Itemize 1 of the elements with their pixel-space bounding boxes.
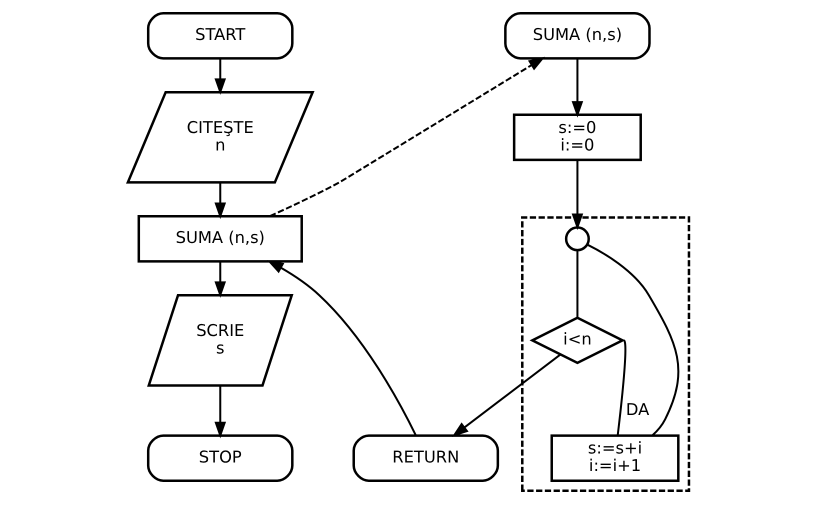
edge-label: DA (626, 400, 650, 419)
